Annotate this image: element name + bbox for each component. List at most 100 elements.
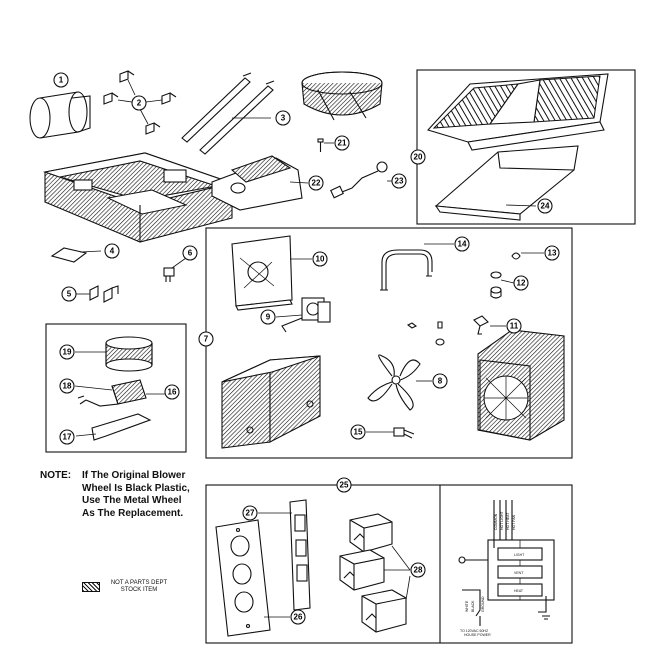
svg-text:12: 12 bbox=[517, 279, 526, 288]
svg-text:5: 5 bbox=[67, 290, 72, 299]
leader-22 bbox=[289, 181, 309, 184]
svg-text:19: 19 bbox=[63, 348, 72, 357]
callout-4: 4 bbox=[104, 243, 120, 259]
svg-text:11: 11 bbox=[510, 322, 519, 331]
note-line-1: If The Original Blower bbox=[82, 470, 186, 481]
svg-text:7: 7 bbox=[204, 335, 209, 344]
svg-text:10: 10 bbox=[316, 255, 325, 264]
leader-9 bbox=[275, 314, 303, 318]
leader-18 bbox=[74, 385, 113, 391]
note-line-2: Wheel Is Black Plastic, bbox=[82, 482, 190, 494]
wire-label-common: COMMON bbox=[494, 513, 498, 530]
svg-text:18: 18 bbox=[63, 382, 72, 391]
leader-6 bbox=[171, 257, 187, 269]
leader-17 bbox=[75, 433, 97, 437]
part-wall-plate bbox=[215, 519, 271, 637]
callout-14: 14 bbox=[454, 236, 470, 252]
part-blower-motor bbox=[77, 379, 147, 407]
callout-10: 10 bbox=[312, 251, 328, 267]
part-fuse-11 bbox=[473, 315, 489, 335]
svg-text:17: 17 bbox=[63, 433, 72, 442]
note-label: NOTE: bbox=[40, 470, 72, 481]
switch-label-light: LIGHT bbox=[514, 553, 525, 557]
callout-8: 8 bbox=[432, 373, 448, 389]
callout-17: 17 bbox=[59, 429, 75, 445]
part-mounting-brackets bbox=[103, 70, 177, 135]
svg-text:6: 6 bbox=[188, 249, 193, 258]
callout-23: 23 bbox=[391, 173, 407, 189]
svg-text:3: 3 bbox=[281, 114, 286, 123]
part-heater-shroud bbox=[221, 355, 321, 449]
part-lens bbox=[434, 145, 579, 221]
svg-text:26: 26 bbox=[294, 613, 303, 622]
power-label-2: HOUSE POWER bbox=[464, 633, 491, 637]
svg-text:16: 16 bbox=[168, 388, 177, 397]
callout-7: 7 bbox=[198, 331, 214, 347]
part-clips bbox=[89, 285, 119, 303]
svg-text:2: 2 bbox=[137, 99, 142, 108]
wire-label-black: BLACK bbox=[471, 600, 475, 612]
part-hanger-bars bbox=[181, 72, 275, 155]
svg-text:15: 15 bbox=[354, 428, 363, 437]
legend-text: NOT A PARTS DEPT STOCK ITEM bbox=[104, 580, 174, 594]
svg-text:20: 20 bbox=[414, 153, 423, 162]
leaders-28 bbox=[384, 545, 411, 601]
part-duct-connector bbox=[29, 91, 91, 139]
switch-label-vent: VENT bbox=[514, 571, 524, 575]
part-blower-wheel bbox=[105, 336, 153, 372]
callout-15: 15 bbox=[350, 424, 366, 440]
part-damper-ring bbox=[301, 71, 383, 121]
svg-text:21: 21 bbox=[338, 139, 347, 148]
legend-line-1: NOT A PARTS DEPT bbox=[110, 580, 168, 586]
part-small-hardware bbox=[406, 321, 445, 346]
leaders-2 bbox=[117, 79, 163, 125]
group-box-20 bbox=[416, 69, 636, 225]
legend-line-2: STOCK ITEM bbox=[120, 587, 158, 593]
svg-text:4: 4 bbox=[110, 247, 115, 256]
part-terminal bbox=[393, 427, 415, 439]
part-housing bbox=[42, 152, 234, 243]
svg-text:27: 27 bbox=[246, 509, 255, 518]
power-label-1: TO 120VAC 60HZ bbox=[460, 629, 489, 633]
svg-text:1: 1 bbox=[59, 76, 64, 85]
legend-hatch-swatch bbox=[82, 582, 100, 592]
callout-22: 22 bbox=[308, 175, 324, 191]
leader-24 bbox=[505, 204, 537, 207]
part-power-cord bbox=[330, 161, 388, 199]
wire-label-hot-heat: HOT HEAT bbox=[506, 512, 510, 530]
wire-label-ground: GROUND bbox=[481, 596, 485, 612]
part-thermostat-12 bbox=[490, 271, 502, 299]
switch-label-heat: HEAT bbox=[514, 589, 524, 593]
callout-21: 21 bbox=[334, 135, 350, 151]
leader-12 bbox=[500, 279, 515, 284]
part-switch-strap bbox=[289, 499, 311, 611]
svg-text:13: 13 bbox=[548, 249, 557, 258]
part-clip-13 bbox=[511, 252, 521, 260]
wire-label-white: WHITE bbox=[465, 600, 469, 612]
svg-text:24: 24 bbox=[541, 202, 550, 211]
wire-label-hot-light: HOT LIGHT bbox=[500, 511, 504, 530]
callout-25: 25 bbox=[336, 477, 352, 493]
part-connector bbox=[163, 267, 175, 282]
part-heater-box bbox=[477, 329, 565, 441]
svg-text:14: 14 bbox=[458, 240, 467, 249]
callout-20: 20 bbox=[410, 149, 426, 165]
callout-24: 24 bbox=[537, 198, 553, 214]
part-motor-plate bbox=[211, 155, 303, 211]
part-heater-plate bbox=[231, 235, 293, 311]
wire-label-hot-fan: HOT FAN bbox=[512, 514, 516, 530]
callout-3: 3 bbox=[275, 110, 291, 126]
group-box-16 bbox=[45, 323, 187, 453]
callout-13: 13 bbox=[544, 245, 560, 261]
part-grille bbox=[427, 73, 609, 151]
part-switches bbox=[339, 513, 407, 633]
note-line-4: As The Replacement. bbox=[82, 507, 184, 519]
svg-text:9: 9 bbox=[266, 313, 271, 322]
svg-text:25: 25 bbox=[340, 481, 349, 490]
callout-6: 6 bbox=[182, 245, 198, 261]
callout-2: 2 bbox=[131, 95, 147, 111]
callout-11: 11 bbox=[506, 318, 522, 334]
part-heater-motor bbox=[281, 297, 331, 333]
callout-9: 9 bbox=[260, 309, 276, 325]
